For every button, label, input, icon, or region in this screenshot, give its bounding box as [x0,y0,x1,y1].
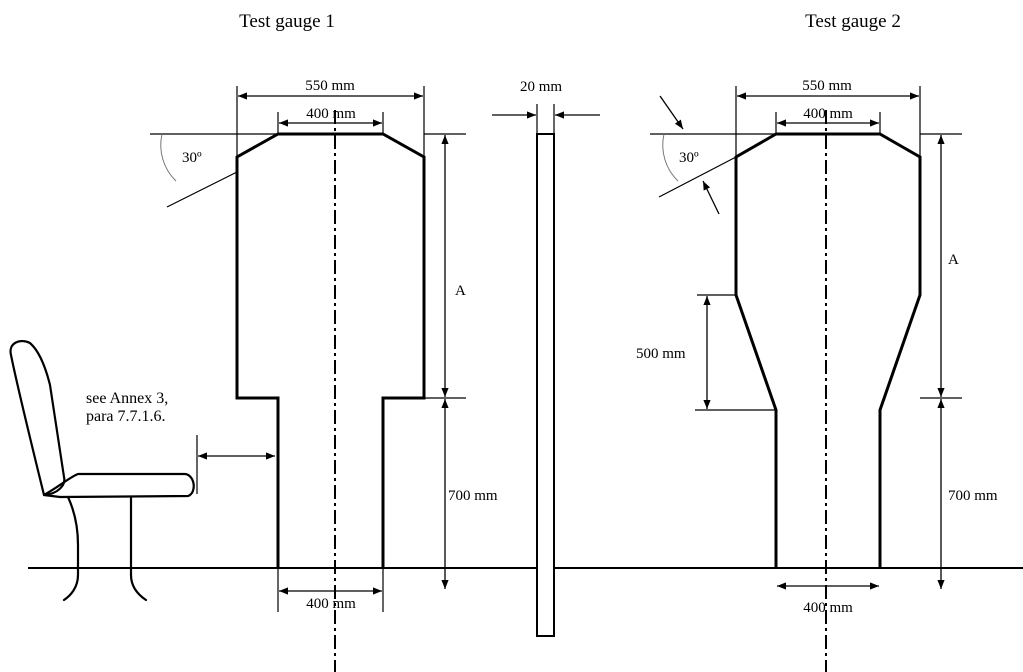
gauge1-lower-height-label: 700 mm [448,488,498,504]
seat-note-line2: para 7.7.1.6. [86,408,166,425]
gauge1-title: Test gauge 1 [239,11,335,32]
gauge2-height-a-label: A [948,252,959,268]
gauge1-outline [235,132,426,568]
gauge1-angle-label: 30º [182,150,202,166]
gauge2-bottom-width-label: 400 mm [803,600,853,616]
gauge1-bottom-width-label: 400 mm [306,596,356,612]
gauge1-top-width-label: 550 mm [305,78,355,94]
gauge1-height-a-label: A [455,283,466,299]
gauge2-taper-height-label: 500 mm [636,346,686,362]
plate: 20 mm [492,79,600,637]
gauge2-top-inner-label: 400 mm [803,106,853,122]
seat-drawing: see Annex 3, para 7.7.1.6. [9,339,275,602]
gauge1-top-inner-label: 400 mm [306,106,356,122]
seat-note-line1: see Annex 3, [86,390,168,407]
seat-leg-left [62,495,80,602]
gauge2-angle-arc [662,133,679,182]
gauge2-outline [734,132,922,568]
gauge2-angle-arrow-bottom [702,180,720,215]
plate-thickness-label: 20 mm [520,79,562,95]
seat-leg-right [129,495,148,602]
gauge2-angle-label: 30º [679,150,699,166]
gauge1-angle-line [166,171,238,208]
gauge1: 550 mm 400 mm 30º A 700 mm 400 mm [150,78,498,672]
gauge2: 550 mm 400 mm 30º A 500 mm 700 mm 400 mm [636,78,998,672]
gauge2-lower-height-label: 700 mm [948,488,998,504]
gauge1-angle-arc [160,133,177,182]
plate-outline [536,133,555,637]
gauge2-top-width-label: 550 mm [802,78,852,94]
gauge2-angle-line [658,156,737,198]
gauge2-title: Test gauge 2 [805,11,901,32]
seat-cushion [42,472,195,499]
seat-backrest [9,339,66,497]
gauge2-angle-arrow-top [659,95,684,130]
